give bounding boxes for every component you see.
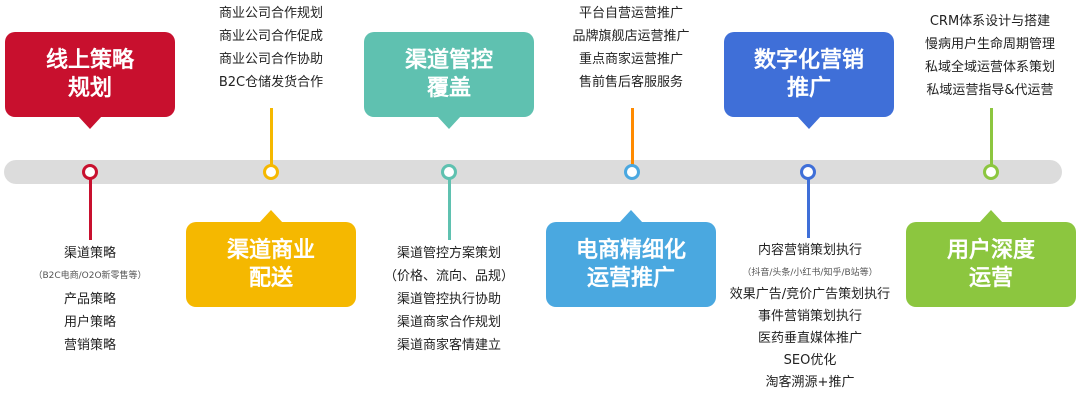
list-item: 医药垂直媒体推广 xyxy=(757,331,862,346)
stage-2-item-list: 商业公司合作规划 商业公司合作促成 商业公司合作协助 B2C仓储发货合作 xyxy=(186,2,356,94)
list-item: 私域运营指导&代运营 xyxy=(926,83,1054,98)
list-item: 渠道策略 xyxy=(63,246,116,261)
stage-title-1-line1: 线上策略 xyxy=(45,47,134,73)
connector-2 xyxy=(270,108,273,166)
list-item: 淘客溯源+推广 xyxy=(765,375,855,390)
list-item: 渠道商家合作规划 xyxy=(396,315,501,330)
connector-6 xyxy=(990,108,993,166)
stage-box-3: 渠道管控 覆盖 xyxy=(364,32,534,129)
connector-1 xyxy=(89,178,92,240)
connector-5 xyxy=(807,178,810,238)
list-item: CRM体系设计与搭建 xyxy=(929,14,1051,29)
list-item: 渠道管控方案策划 xyxy=(396,246,501,261)
stage-title-5-line1: 数字化营销 xyxy=(753,47,864,73)
stage-box-3-pointer xyxy=(437,116,461,129)
list-item: 慢病用户生命周期管理 xyxy=(924,37,1055,52)
stage-box-5: 数字化营销 推广 xyxy=(724,32,894,129)
stage-box-1-pointer xyxy=(78,116,102,129)
stage-box-4: 电商精细化 运营推广 xyxy=(546,210,716,307)
stage-3-item-list: 渠道管控方案策划 （价格、流向、品规） 渠道管控执行协助 渠道商家合作规划 渠道… xyxy=(364,242,534,357)
list-item: 渠道管控执行协助 xyxy=(396,292,501,307)
list-item: 产品策略 xyxy=(63,292,116,307)
list-item: 渠道商家客情建立 xyxy=(396,338,501,353)
stage-title-4-line1: 电商精细化 xyxy=(575,237,686,263)
timeline-node-5 xyxy=(800,164,816,180)
stage-4-item-list: 平台自营运营推广 品牌旗舰店运营推广 重点商家运营推广 售前售后客服服务 xyxy=(546,2,716,94)
stage-title-6-line2: 运营 xyxy=(968,265,1013,291)
stage-1-item-list: 渠道策略 （B2C电商/O2O新零售等） 产品策略 用户策略 营销策略 xyxy=(10,242,170,357)
timeline-node-1 xyxy=(82,164,98,180)
list-item: 品牌旗舰店运营推广 xyxy=(572,29,690,44)
list-item: 营销策略 xyxy=(63,338,116,353)
stage-box-6: 用户深度 运营 xyxy=(906,210,1076,307)
list-item: 重点商家运营推广 xyxy=(578,52,683,67)
list-item: 私域全域运营体系策划 xyxy=(924,60,1055,75)
stage-title-6-line1: 用户深度 xyxy=(946,237,1035,263)
list-item: 商业公司合作协助 xyxy=(218,52,323,67)
list-item: B2C仓储发货合作 xyxy=(218,75,324,90)
list-item: 内容营销策划执行 xyxy=(757,243,862,258)
stage-title-1-line2: 规划 xyxy=(67,75,112,101)
list-item-note: （抖音/头条/小红书/知乎/B站等） xyxy=(742,268,878,278)
stage-box-6-pointer xyxy=(979,210,1003,223)
list-item: 商业公司合作规划 xyxy=(218,6,323,21)
list-item: 效果广告/竞价广告策划执行 xyxy=(729,287,891,302)
stage-6-item-list: CRM体系设计与搭建 慢病用户生命周期管理 私域全域运营体系策划 私域运营指导&… xyxy=(900,10,1080,102)
timeline-node-3 xyxy=(441,164,457,180)
list-item: （价格、流向、品规） xyxy=(383,269,514,284)
stage-title-2-line1: 渠道商业 xyxy=(226,237,315,263)
timeline-node-4 xyxy=(624,164,640,180)
list-item: 商业公司合作促成 xyxy=(218,29,323,44)
list-item-note: （B2C电商/O2O新零售等） xyxy=(33,271,147,281)
stage-box-2: 渠道商业 配送 xyxy=(186,210,356,307)
stage-title-3-line1: 渠道管控 xyxy=(404,47,493,73)
stage-box-1: 线上策略 规划 xyxy=(5,32,175,129)
stage-title-5-line2: 推广 xyxy=(786,75,831,101)
stage-title-4-line2: 运营推广 xyxy=(586,265,675,291)
timeline-node-2 xyxy=(263,164,279,180)
list-item: SEO优化 xyxy=(783,353,837,368)
list-item: 平台自营运营推广 xyxy=(578,6,683,21)
list-item: 售前售后客服服务 xyxy=(578,75,683,90)
stage-box-2-pointer xyxy=(259,210,283,223)
timeline-node-6 xyxy=(983,164,999,180)
stage-box-5-pointer xyxy=(797,116,821,129)
connector-3 xyxy=(448,178,451,240)
timeline-bar xyxy=(4,160,1062,184)
stage-box-4-pointer xyxy=(619,210,643,223)
stage-5-item-list: 内容营销策划执行 （抖音/头条/小红书/知乎/B站等） 效果广告/竞价广告策划执… xyxy=(700,240,920,394)
list-item: 事件营销策划执行 xyxy=(757,309,862,324)
stage-title-2-line2: 配送 xyxy=(248,265,293,291)
connector-4 xyxy=(631,108,634,166)
list-item: 用户策略 xyxy=(63,315,116,330)
stage-title-3-line2: 覆盖 xyxy=(426,75,471,101)
